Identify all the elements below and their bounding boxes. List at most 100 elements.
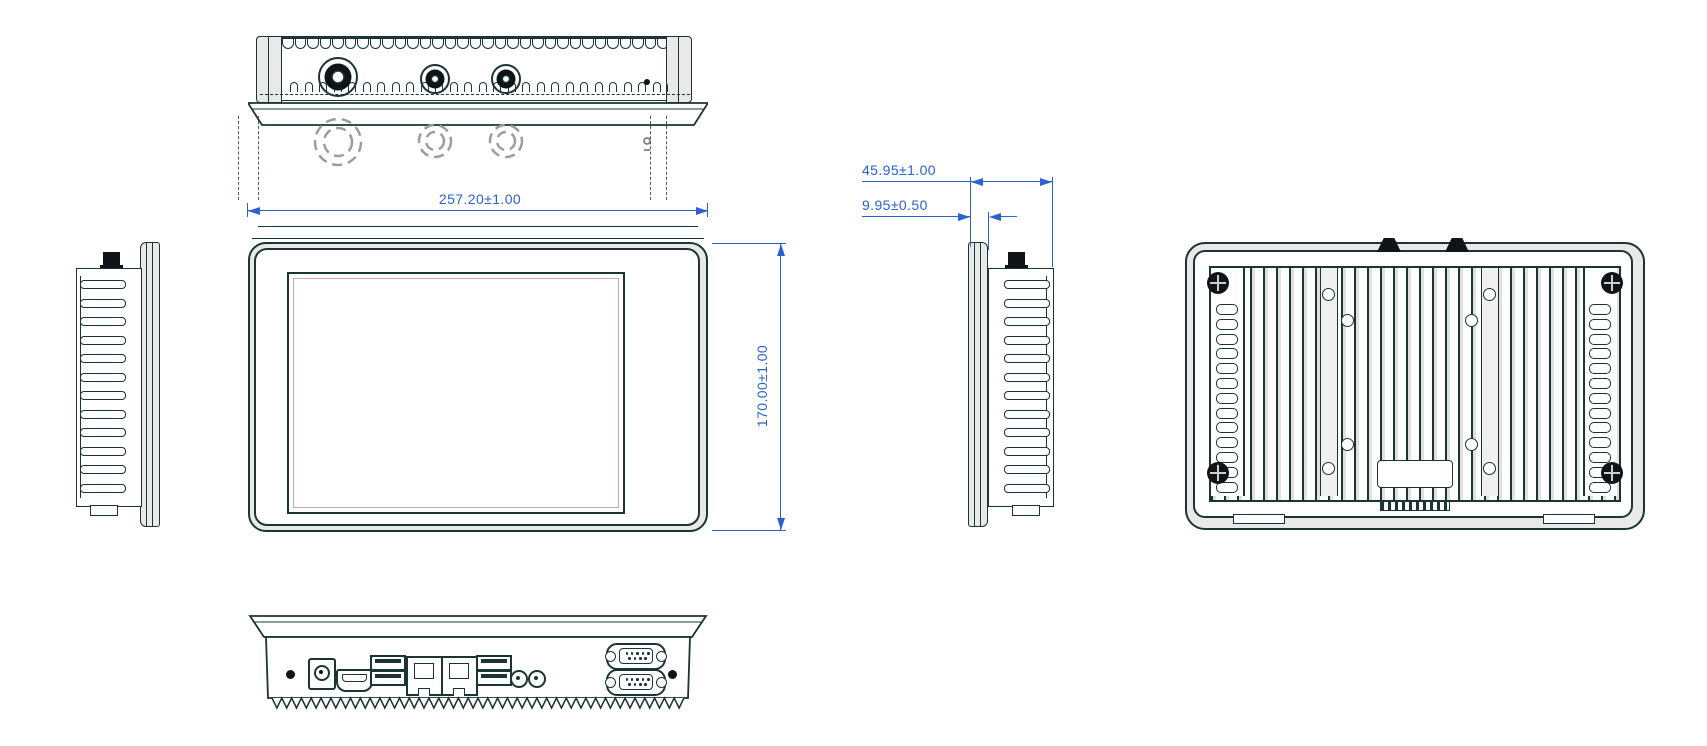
heatsink-slot xyxy=(1589,363,1611,375)
fin-stack xyxy=(62,212,192,532)
bezel-line xyxy=(152,243,153,526)
power-led xyxy=(286,670,295,679)
heatsink-fin-end xyxy=(594,39,606,49)
dim-depth-line xyxy=(970,181,1052,182)
audio-jack xyxy=(528,670,546,688)
rear-view xyxy=(1185,238,1645,532)
corner-screw xyxy=(1601,272,1623,294)
db9-pin xyxy=(633,657,637,660)
heatsink-fin-end xyxy=(494,39,506,49)
hdmi-inner xyxy=(342,674,367,682)
vesa-rail xyxy=(1320,268,1338,496)
vesa-hole xyxy=(1341,314,1354,327)
db9-screw xyxy=(605,677,616,688)
usb-ports xyxy=(370,655,406,686)
heatsink-slot xyxy=(1216,348,1238,360)
heatsink-fin-end xyxy=(644,39,656,49)
db9-pin xyxy=(636,678,639,681)
vent-hole xyxy=(406,82,414,92)
vent-hole xyxy=(304,82,313,92)
vent-strip xyxy=(1380,501,1450,511)
product-label xyxy=(1377,460,1453,488)
vent-hole xyxy=(623,82,632,92)
vent-hole xyxy=(464,82,472,92)
heatsink-fin-end xyxy=(482,39,494,49)
heatsink-fin xyxy=(80,317,126,326)
heatsink-fin xyxy=(1004,465,1050,474)
right-side-view xyxy=(958,212,1068,532)
heatsink-fin-end xyxy=(532,39,544,49)
projection-dashed-line xyxy=(238,116,239,200)
dc-center-pin xyxy=(319,670,323,674)
usb-port xyxy=(370,670,406,686)
antenna-base xyxy=(1005,265,1028,269)
heatsink-fin xyxy=(1004,409,1050,419)
antenna-stub xyxy=(1008,252,1025,268)
cap-line xyxy=(268,37,269,102)
heatsink-fin xyxy=(1004,428,1050,437)
vent-hole xyxy=(522,82,530,92)
hidden-connector-ghosts xyxy=(313,117,651,167)
projection-dashed-line xyxy=(666,116,667,200)
db9-face xyxy=(619,648,653,664)
rear-foot xyxy=(1543,514,1595,524)
audio-jack xyxy=(510,670,528,688)
corner-screw xyxy=(1207,272,1229,294)
front-top-edge-line xyxy=(258,226,698,227)
heatsink-fin-end xyxy=(394,39,406,49)
heatsink-fin-end xyxy=(382,39,394,49)
vent-hole xyxy=(536,82,545,92)
db9-pin xyxy=(633,683,637,686)
vent-hole xyxy=(594,82,603,92)
db9-pin xyxy=(641,652,645,655)
dim-ext-line xyxy=(712,243,786,244)
heatsink-slot xyxy=(1589,304,1611,315)
cap-line xyxy=(678,37,679,102)
bezel-line xyxy=(980,243,981,526)
display-screen xyxy=(287,272,625,514)
usb-tongue xyxy=(375,674,401,678)
heatsink-fin-end xyxy=(632,39,644,49)
heatsink-slot xyxy=(1589,422,1611,434)
vent-hole xyxy=(290,82,298,92)
dc-power-jack xyxy=(308,658,336,690)
dim-arrow xyxy=(248,207,260,215)
antenna-connector xyxy=(420,64,450,94)
db9-pin xyxy=(628,683,631,686)
heatsink-fin-end xyxy=(657,39,666,49)
heatsink-slot xyxy=(1589,407,1611,419)
heatsink-fin-end xyxy=(557,39,569,49)
dim-arrow xyxy=(971,178,983,186)
projection-dashed-line xyxy=(650,116,651,200)
heatsink-slot xyxy=(1216,378,1238,389)
heatsink-fin xyxy=(80,280,126,289)
heatsink-fin-end xyxy=(307,39,319,49)
db9-pin xyxy=(625,678,628,681)
usb-tongue xyxy=(375,659,401,663)
dim-ext-line xyxy=(712,530,786,531)
vent-hole xyxy=(377,82,385,92)
heatsink-fin-end xyxy=(619,39,631,49)
heatsink-fin xyxy=(80,465,126,474)
top-view xyxy=(248,30,708,126)
lan-inner xyxy=(414,663,434,679)
heatsink-fin xyxy=(80,428,126,437)
bottom-view xyxy=(248,612,708,722)
db9-face xyxy=(619,674,653,690)
corner-screw xyxy=(1207,462,1229,484)
db9-pin xyxy=(630,652,634,655)
dim-width-text: 257.20±1.00 xyxy=(438,191,522,207)
corner-screw xyxy=(1601,462,1623,484)
heatsink-slot xyxy=(1589,452,1611,463)
db9-pin xyxy=(639,657,642,660)
heatsink-fin-end xyxy=(357,39,369,49)
vesa-rail xyxy=(1481,268,1499,496)
db9-pin xyxy=(641,678,645,681)
dim-ext-line xyxy=(970,177,971,247)
parting-line xyxy=(260,94,690,95)
dim-arrow xyxy=(1040,178,1052,186)
heatsink-fin-end xyxy=(607,39,619,49)
heatsink-fin xyxy=(1004,372,1050,382)
fin-edge-line xyxy=(1046,276,1047,498)
